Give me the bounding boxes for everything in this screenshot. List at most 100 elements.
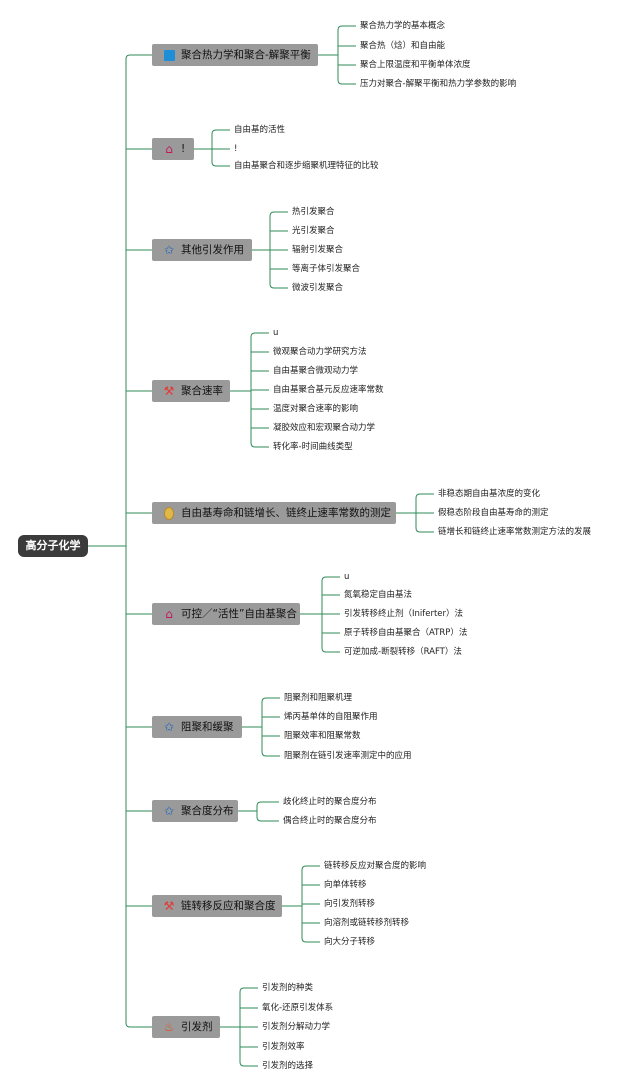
child-connector <box>261 697 280 727</box>
branch-label: 链转移反应和聚合度 <box>181 900 276 912</box>
leaf-topic[interactable]: 阻聚剂和阻聚机理 <box>284 693 353 703</box>
child-connector <box>256 811 279 822</box>
leaf-topic[interactable]: 自由基聚合微观动力学 <box>273 366 359 376</box>
leaf-topic[interactable]: 微波引发聚合 <box>292 283 344 293</box>
branch-icon-wrap: ♨ <box>162 1020 176 1034</box>
leaf-topic[interactable]: 辐射引发聚合 <box>292 245 344 255</box>
branch-node[interactable]: ⌂ 可控／“活性”自由基聚合 <box>152 603 300 625</box>
branch-connector <box>125 1022 152 1028</box>
leaf-topic[interactable]: 引发剂的种类 <box>262 983 314 993</box>
leaf-topic[interactable]: 温度对聚合速率的影响 <box>273 404 359 414</box>
branch-node[interactable]: ♨ 引发剂 <box>152 1016 220 1038</box>
branch-node[interactable]: 自由基寿命和链增长、链终止速率常数的测定 <box>152 502 396 524</box>
leaf-topic[interactable]: 自由基的活性 <box>234 125 286 135</box>
branch-node[interactable]: ⌂! <box>152 138 194 160</box>
leaf-topic[interactable]: 转化率-时间曲线类型 <box>273 442 353 452</box>
branch-node[interactable]: ✩ 聚合度分布 <box>152 800 238 822</box>
child-connector <box>321 576 340 614</box>
leaf-topic[interactable]: 引发剂效率 <box>262 1042 305 1052</box>
leaf-topic[interactable]: 引发剂分解动力学 <box>262 1022 331 1032</box>
branch-label: 自由基寿命和链增长、链终止速率常数的测定 <box>181 507 391 519</box>
branch-icon-wrap: ⌂ <box>162 607 176 621</box>
leaf-topic[interactable]: 微观聚合动力学研究方法 <box>273 347 367 357</box>
branch-icon-wrap: ⚒ <box>162 899 176 913</box>
leaf-topic[interactable]: 自由基聚合基元反应速率常数 <box>273 385 384 395</box>
branch-node[interactable]: ⚒ 链转移反应和聚合度 <box>152 895 282 917</box>
leaf-topic[interactable]: 可逆加成-断裂转移（RAFT）法 <box>344 647 462 657</box>
leaf-topic[interactable]: 向溶剂或链转移剂转移 <box>324 918 410 928</box>
child-connector <box>301 865 320 906</box>
leaf-topic[interactable]: 光引发聚合 <box>292 226 335 236</box>
leaf-topic[interactable]: u <box>273 328 279 338</box>
branch-label: 聚合速率 <box>181 385 223 397</box>
child-connector <box>256 801 279 811</box>
leaf-topic[interactable]: 阻聚效率和阻聚常数 <box>284 731 361 741</box>
branch-icon-wrap: ✩ <box>162 720 176 734</box>
leaf-topic[interactable]: 烯丙基单体的自阻聚作用 <box>284 712 378 722</box>
child-connector <box>250 391 269 448</box>
child-connector <box>321 614 340 653</box>
child-connector <box>301 906 320 943</box>
leaf-topic[interactable]: 链增长和链终止速率常数测定方法的发展 <box>438 527 592 537</box>
leaf-topic[interactable]: 聚合热（焓）和自由能 <box>360 41 446 51</box>
leaf-topic[interactable]: 引发转移终止剂（Iniferter）法 <box>344 609 464 619</box>
child-connector <box>239 1027 258 1067</box>
branch-icon-wrap <box>162 48 176 62</box>
crossed-tools-icon: ⚒ <box>163 899 175 913</box>
branch-node[interactable]: ✩ 其他引发作用 <box>152 239 252 261</box>
leaf-topic[interactable]: 原子转移自由基聚合（ATRP）法 <box>344 628 468 638</box>
crossed-tools-icon: ⚒ <box>163 384 175 398</box>
leaf-topic[interactable]: 非稳态期自由基浓度的变化 <box>438 489 541 499</box>
leaf-topic[interactable]: 引发剂的选择 <box>262 1061 314 1071</box>
branch-label: 其他引发作用 <box>181 244 244 256</box>
branch-label: 阻聚和缓聚 <box>181 721 234 733</box>
branch-icon-wrap: ⌂ <box>162 142 176 156</box>
leaf-topic[interactable]: 阻聚剂在链引发速率测定中的应用 <box>284 751 412 761</box>
child-connector <box>211 129 230 149</box>
child-connector <box>415 493 434 513</box>
leaf-topic[interactable]: 聚合热力学的基本概念 <box>360 21 446 31</box>
house-icon: ⌂ <box>165 142 173 156</box>
child-connector <box>211 149 230 167</box>
child-connector <box>261 727 280 757</box>
leaf-topic[interactable]: 偶合终止时的聚合度分布 <box>283 816 377 826</box>
child-connector <box>337 55 356 85</box>
leaf-topic[interactable]: 向单体转移 <box>324 880 367 890</box>
leaf-topic[interactable]: 凝胶效应和宏观聚合动力学 <box>273 423 376 433</box>
branch-node[interactable]: ⚒ 聚合速率 <box>152 380 230 402</box>
leaf-topic[interactable]: 压力对聚合-解聚平衡和热力学参数的影响 <box>360 79 517 89</box>
leaf-topic[interactable]: 向引发剂转移 <box>324 899 376 909</box>
branch-icon-wrap: ⚒ <box>162 384 176 398</box>
leaf-topic[interactable]: ! <box>234 144 238 154</box>
branch-label: 可控／“活性”自由基聚合 <box>181 608 297 620</box>
star-icon: ✩ <box>163 804 175 818</box>
branch-label: 引发剂 <box>181 1021 213 1033</box>
branch-node[interactable]: ✩ 阻聚和缓聚 <box>152 716 242 738</box>
branch-icon-wrap <box>162 506 176 520</box>
leaf-topic[interactable]: u <box>344 572 350 582</box>
leaf-topic[interactable]: 聚合上限温度和平衡单体浓度 <box>360 60 471 70</box>
coin-icon <box>164 506 174 520</box>
leaf-topic[interactable]: 歧化终止时的聚合度分布 <box>283 797 377 807</box>
root-node[interactable]: 高分子化学 <box>18 535 88 557</box>
blue-square-icon <box>163 49 175 61</box>
leaf-topic[interactable]: 自由基聚合和逐步缩聚机理特征的比较 <box>234 161 379 171</box>
leaf-topic[interactable]: 假稳态阶段自由基寿命的测定 <box>438 508 549 518</box>
flame-icon: ♨ <box>163 1020 175 1034</box>
leaf-topic[interactable]: 链转移反应对聚合度的影响 <box>324 861 427 871</box>
child-connector <box>250 332 269 391</box>
leaf-topic[interactable]: 向大分子转移 <box>324 937 376 947</box>
branch-icon-wrap: ✩ <box>162 804 176 818</box>
branch-node[interactable]: 聚合热力学和聚合-解聚平衡 <box>152 44 318 66</box>
star-icon: ✩ <box>163 243 175 257</box>
leaf-topic[interactable]: 热引发聚合 <box>292 207 335 217</box>
branch-label: 聚合热力学和聚合-解聚平衡 <box>181 49 311 61</box>
house-icon: ⌂ <box>165 607 173 621</box>
leaf-topic[interactable]: 等离子体引发聚合 <box>292 264 361 274</box>
branch-connector <box>125 54 152 60</box>
branch-label: 聚合度分布 <box>181 805 234 817</box>
child-connector <box>337 25 356 55</box>
leaf-topic[interactable]: 氧化-还原引发体系 <box>262 1003 334 1013</box>
leaf-topic[interactable]: 氮氧稳定自由基法 <box>344 590 413 600</box>
